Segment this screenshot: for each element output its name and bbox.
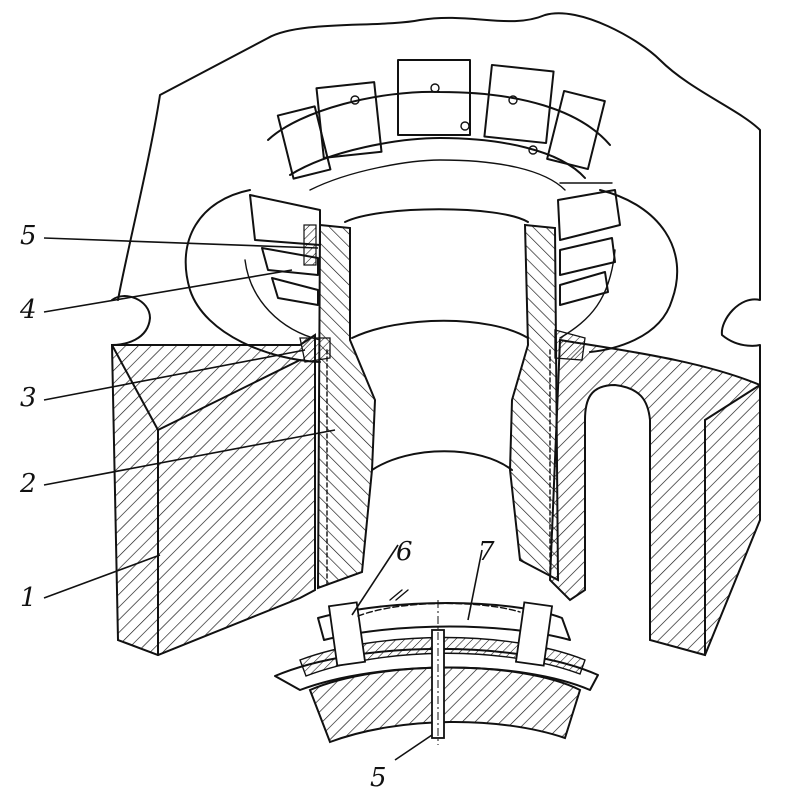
callout-5-bottom: 5 bbox=[370, 763, 387, 793]
callout-7: 7 bbox=[478, 537, 495, 567]
sleeve-right bbox=[508, 223, 560, 582]
bore-lower bbox=[371, 450, 513, 471]
housing-left-section bbox=[110, 333, 316, 657]
detail-inset bbox=[274, 589, 599, 745]
callout-2: 2 bbox=[19, 469, 37, 499]
bore-top bbox=[344, 208, 529, 223]
base-plate-outline bbox=[111, 12, 761, 386]
callout-1: 1 bbox=[20, 583, 37, 613]
bore-mid bbox=[351, 319, 529, 339]
callout-6: 6 bbox=[396, 537, 413, 567]
housing-left-chamfer bbox=[111, 344, 301, 431]
leader-lines bbox=[43, 237, 483, 761]
housing-right-section bbox=[548, 338, 761, 657]
sleeve-left bbox=[316, 223, 377, 590]
callout-4: 4 bbox=[19, 295, 37, 325]
left-wedge-stack bbox=[249, 194, 331, 363]
housing-right-chamfer bbox=[704, 384, 761, 421]
callout-5-top: 5 bbox=[20, 221, 37, 251]
callout-3: 3 bbox=[20, 383, 37, 413]
right-wedge-stack bbox=[554, 189, 621, 361]
flange-inner bbox=[244, 249, 616, 341]
clamp-ring bbox=[267, 59, 613, 191]
